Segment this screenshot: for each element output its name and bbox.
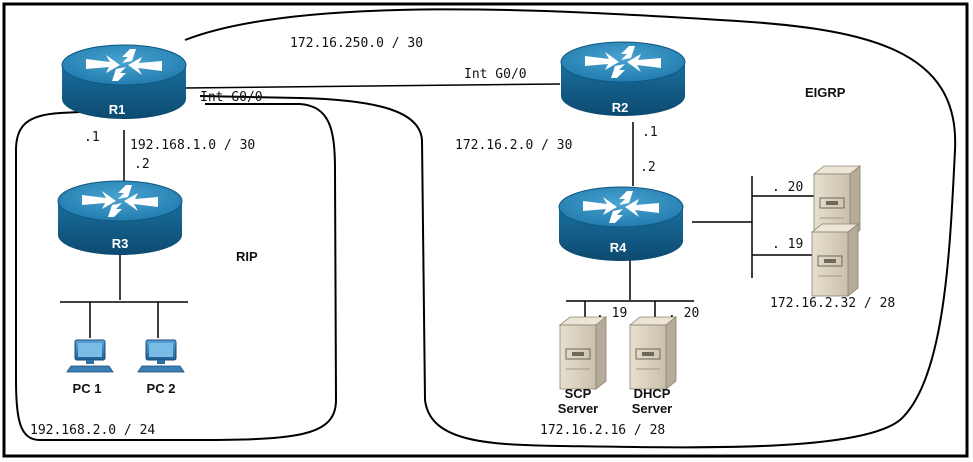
scp-server-label-line1: SCP bbox=[564, 386, 592, 401]
scp-server-host-label: . 19 bbox=[596, 306, 628, 321]
rip-label: RIP bbox=[236, 249, 258, 264]
r2-interface-label: Int G0/0 bbox=[464, 67, 527, 82]
pc1-label: PC 1 bbox=[72, 381, 102, 396]
server-lan-bottom-label: 172.16.2.16 / 28 bbox=[540, 423, 666, 438]
r1-r3-network-label: 192.168.1.0 / 30 bbox=[130, 138, 256, 153]
right-server-bottom-host-label: . 19 bbox=[772, 237, 804, 252]
r2-r4-network-label: 172.16.2.0 / 30 bbox=[455, 138, 573, 153]
right-server-top-host-label: . 20 bbox=[772, 180, 804, 195]
pc1-icon bbox=[66, 339, 114, 373]
router-r1-label: R1 bbox=[108, 102, 126, 117]
r2-host-label: .1 bbox=[642, 125, 658, 140]
eigrp-boundary bbox=[184, 8, 957, 449]
scp-server-label-line2: Server bbox=[557, 401, 599, 416]
r1-r2-network-label: 172.16.250.0 / 30 bbox=[290, 36, 424, 51]
r1-host-label: .1 bbox=[84, 130, 100, 145]
router-r4-label: R4 bbox=[609, 240, 627, 255]
rip-boundary bbox=[15, 103, 338, 441]
right-server-bottom-icon bbox=[811, 223, 859, 297]
pc2-label: PC 2 bbox=[146, 381, 176, 396]
dhcp-server-label: DHCP Server bbox=[622, 386, 682, 416]
rip-lan-label: 192.168.2.0 / 24 bbox=[30, 423, 156, 438]
scp-server-icon bbox=[559, 316, 607, 390]
r1-interface-label: Int G0/0 bbox=[200, 90, 263, 105]
dhcp-server-host-label: . 20 bbox=[668, 306, 700, 321]
pc2-icon bbox=[137, 339, 185, 373]
dhcp-server-icon bbox=[629, 316, 677, 390]
dhcp-server-label-line1: DHCP bbox=[633, 386, 671, 401]
eigrp-label: EIGRP bbox=[805, 85, 846, 100]
dhcp-server-label-line2: Server bbox=[631, 401, 673, 416]
r3-host-label: .2 bbox=[134, 157, 150, 172]
link-r1-r2 bbox=[184, 83, 561, 89]
scp-server-label: SCP Server bbox=[548, 386, 608, 416]
r4-host-label: .2 bbox=[640, 160, 656, 175]
server-lan-right-label: 172.16.2.32 / 28 bbox=[770, 296, 896, 311]
router-r3-label: R3 bbox=[111, 236, 129, 251]
router-r2-label: R2 bbox=[611, 100, 629, 115]
